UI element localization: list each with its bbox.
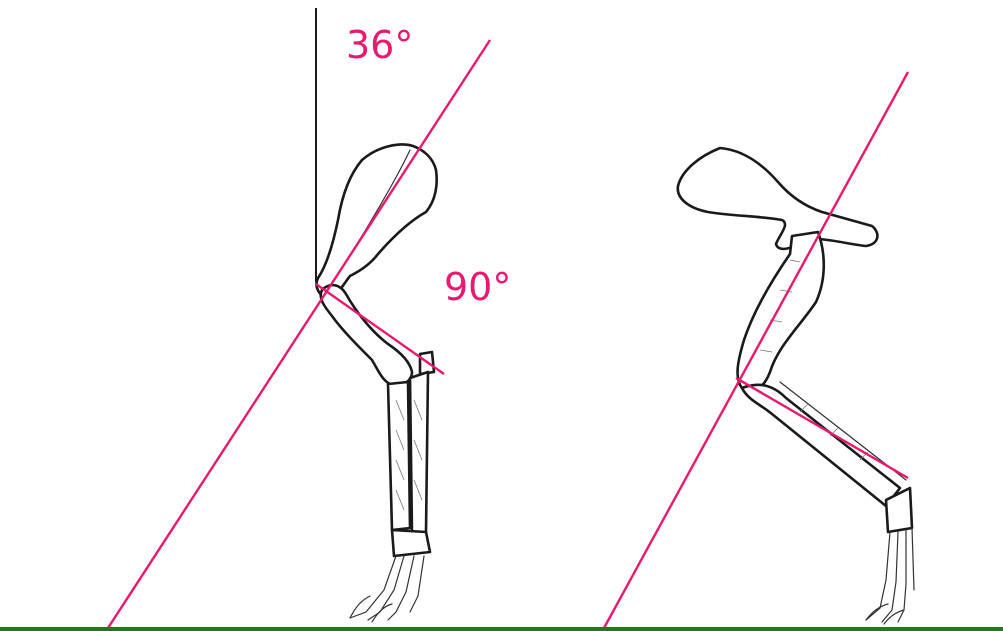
- left-radius: [388, 382, 410, 530]
- right-tibia: [742, 385, 900, 506]
- left-shoulder-axis-line: [108, 40, 490, 628]
- right-lower-axis-line: [736, 378, 908, 478]
- right-digits: [866, 528, 914, 622]
- left-scapula: [317, 145, 437, 300]
- angle-label-36: 36°: [346, 23, 413, 67]
- left-carpals: [392, 530, 430, 556]
- left-humerus: [321, 285, 412, 385]
- left-digits: [350, 556, 424, 620]
- right-limb-axis-line: [604, 72, 908, 628]
- angle-label-90: 90°: [444, 265, 511, 309]
- right-upper-bone: [738, 232, 824, 391]
- right-forelimb: [678, 148, 914, 624]
- right-pelvis: [678, 148, 878, 249]
